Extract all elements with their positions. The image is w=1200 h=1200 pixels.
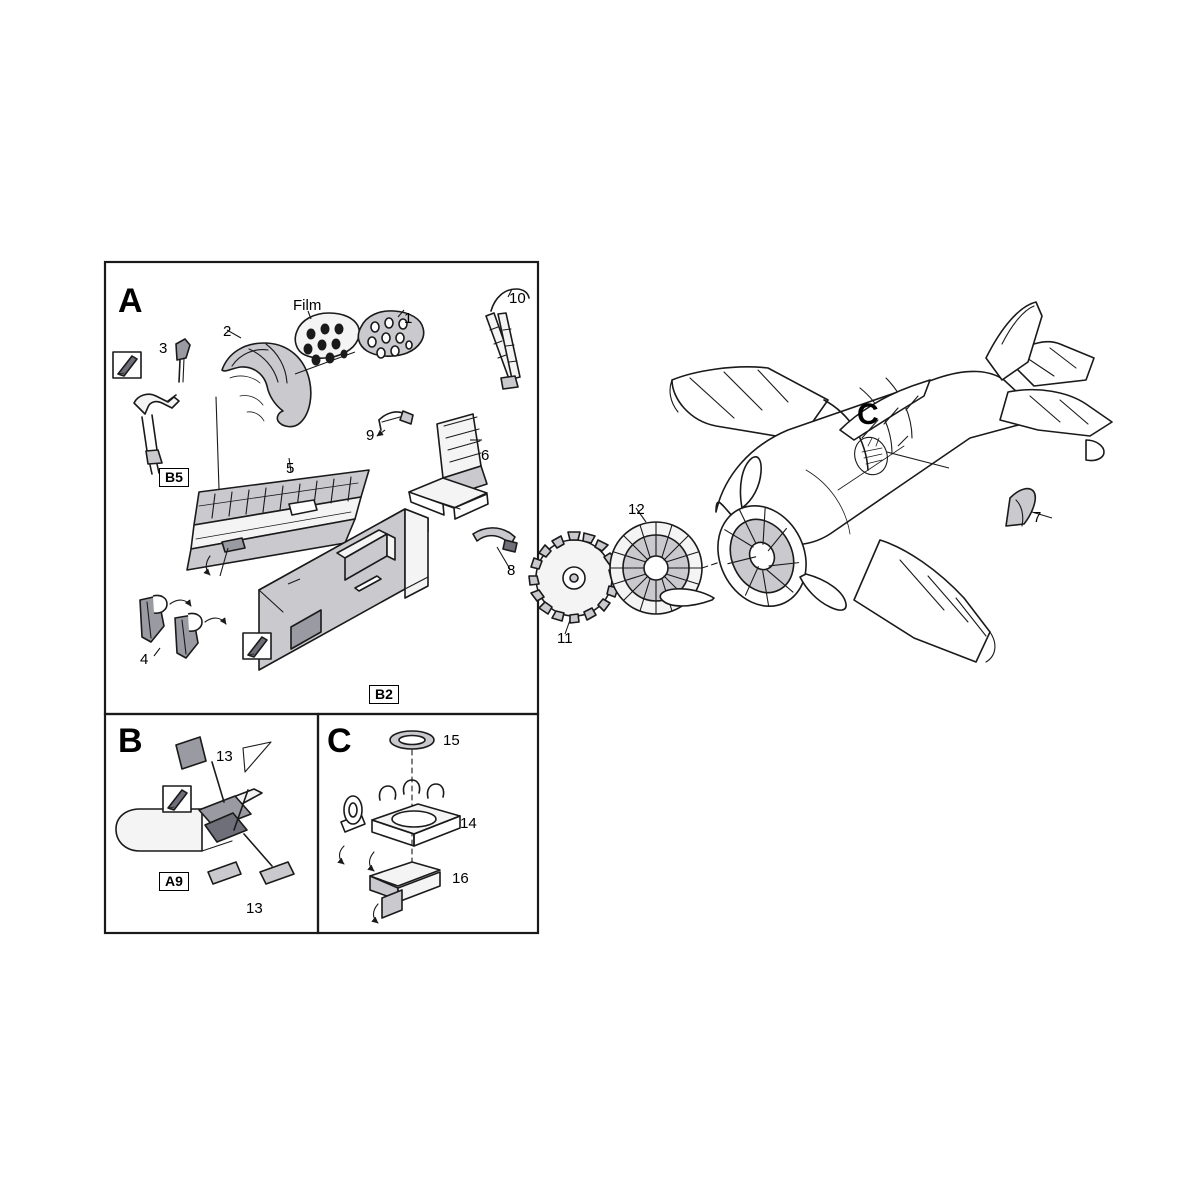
part-label-14: 14	[460, 815, 477, 832]
part-3-gunsight	[175, 338, 191, 383]
part-label-2: 2	[223, 323, 232, 340]
part-label-7: 7	[1033, 509, 1042, 526]
panel-c-frame	[316, 712, 540, 935]
panel-c-label: C	[327, 722, 352, 760]
paint-mark-icon-a9	[162, 785, 192, 813]
aircraft-callout-c-label: C	[857, 398, 879, 431]
kit-ref-a9: A9	[159, 872, 189, 891]
film-decal-sheet	[294, 312, 361, 366]
panel-b-label: B	[118, 722, 143, 760]
part-8-bent-rod	[472, 527, 518, 553]
part-1-instrument-panel	[357, 310, 425, 359]
part-label-13-bottom: 13	[246, 900, 263, 917]
part-label-8: 8	[507, 562, 516, 579]
part-label-13-top: 13	[216, 748, 233, 765]
film-label: Film	[293, 297, 322, 314]
part-9-lever	[378, 410, 414, 431]
panel-b-wing-detail	[115, 736, 295, 885]
part-6-seat	[408, 413, 489, 520]
part-label-16: 16	[452, 870, 469, 887]
part-label-10: 10	[509, 290, 526, 307]
part-label-3: 3	[159, 340, 168, 357]
part-label-5: 5	[286, 460, 295, 477]
part-label-6: 6	[481, 447, 490, 464]
paint-mark-icon-b5	[112, 351, 142, 379]
part-label-15: 15	[443, 732, 460, 749]
callout-c-marker	[854, 436, 888, 476]
panel-c-detail	[337, 730, 461, 924]
part-label-12: 12	[628, 501, 645, 518]
kit-ref-b2: B2	[369, 685, 399, 704]
part-2-canopy	[221, 342, 312, 428]
part-5-wing	[186, 469, 370, 571]
part-label-4: 4	[140, 651, 149, 668]
part-label-11: 11	[557, 630, 573, 647]
kit-ref-b5: B5	[159, 468, 189, 487]
part-11-cooling-fan	[528, 531, 620, 624]
part-label-1: 1	[404, 310, 413, 327]
part-b2-cockpit-tub	[258, 508, 429, 671]
part-b5-gear-leg	[133, 393, 180, 475]
part-4-small-fins	[139, 594, 227, 659]
aircraft-illustration	[659, 301, 1113, 663]
part-label-9: 9	[366, 427, 375, 444]
panel-a-label: A	[118, 282, 143, 320]
paint-mark-icon-b2	[242, 632, 272, 660]
engine-cowl	[659, 456, 847, 611]
part-10-seat-harness	[485, 288, 530, 390]
